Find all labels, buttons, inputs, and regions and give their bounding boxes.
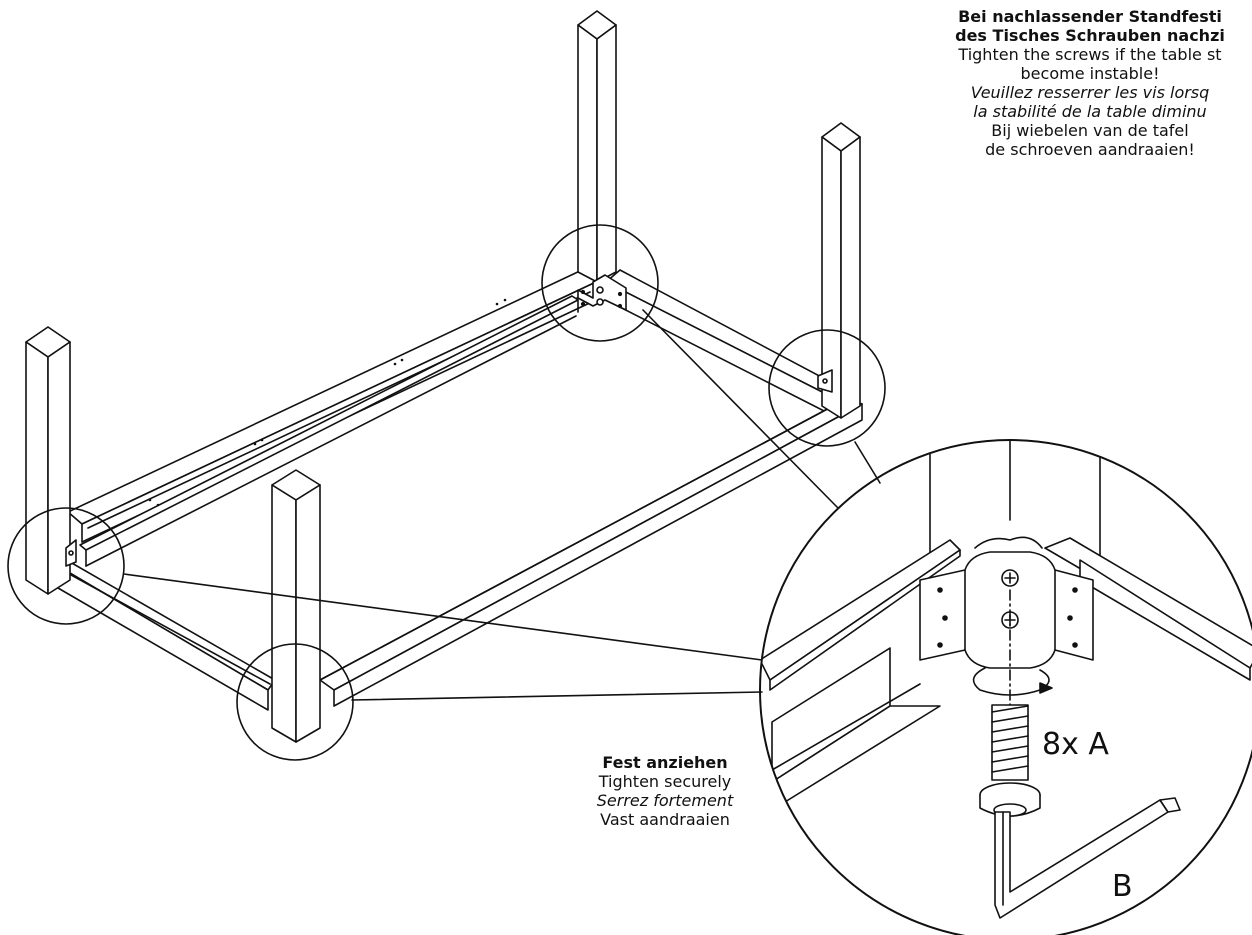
leg-front (271, 469, 321, 743)
tighten-nl: Vast aandraaien (600, 810, 730, 829)
allen-key-b (994, 797, 1181, 919)
tighten-fr: Serrez fortement (596, 791, 734, 810)
connector-lines (123, 309, 881, 701)
corner-bracket-right (817, 369, 833, 393)
tool-label: B (1112, 869, 1133, 904)
frame-left-rail (57, 561, 276, 711)
leg-left (25, 326, 71, 595)
note-nl-line2: de schroeven aandraaien! (985, 140, 1195, 159)
leg-right (821, 122, 861, 419)
note-nl-line1: Bij wiebelen van de tafel (991, 121, 1189, 140)
detail-circle-back (541, 224, 659, 342)
stability-note: Bei nachlassender Standfesti des Tisches… (900, 7, 1252, 159)
corner-bracket-back (577, 274, 627, 311)
leg-back (577, 10, 617, 283)
detail-circle-right (768, 329, 886, 447)
detail-enlarged (760, 440, 1252, 919)
note-fr-line1: Veuillez resserrer les vis lorsq (970, 83, 1210, 102)
note-fr-line2: la stabilité de la table diminu (973, 102, 1207, 121)
corner-bracket-left (65, 539, 77, 567)
tighten-de: Fest anziehen (602, 753, 728, 772)
frame-front-rail (319, 397, 863, 707)
note-en-line2: become instable! (1020, 64, 1160, 83)
detail-circle-large (759, 439, 1252, 935)
tighten-note: Fest anziehen Tighten securely Serrez fo… (560, 753, 770, 829)
detail-circle-front (236, 643, 354, 761)
note-de-line2: des Tisches Schrauben nachzi (955, 26, 1225, 45)
frame-back-rail (67, 269, 597, 567)
screw-quantity-label: 8x A (1042, 727, 1109, 762)
note-en-line1: Tighten the screws if the table st (958, 45, 1222, 64)
screw-a (979, 704, 1041, 817)
detail-circles (7, 224, 886, 761)
detail-circle-left (7, 507, 125, 625)
note-de-line1: Bei nachlassender Standfesti (958, 7, 1222, 26)
tighten-en: Tighten securely (598, 772, 732, 791)
rail-holes (148, 298, 507, 507)
